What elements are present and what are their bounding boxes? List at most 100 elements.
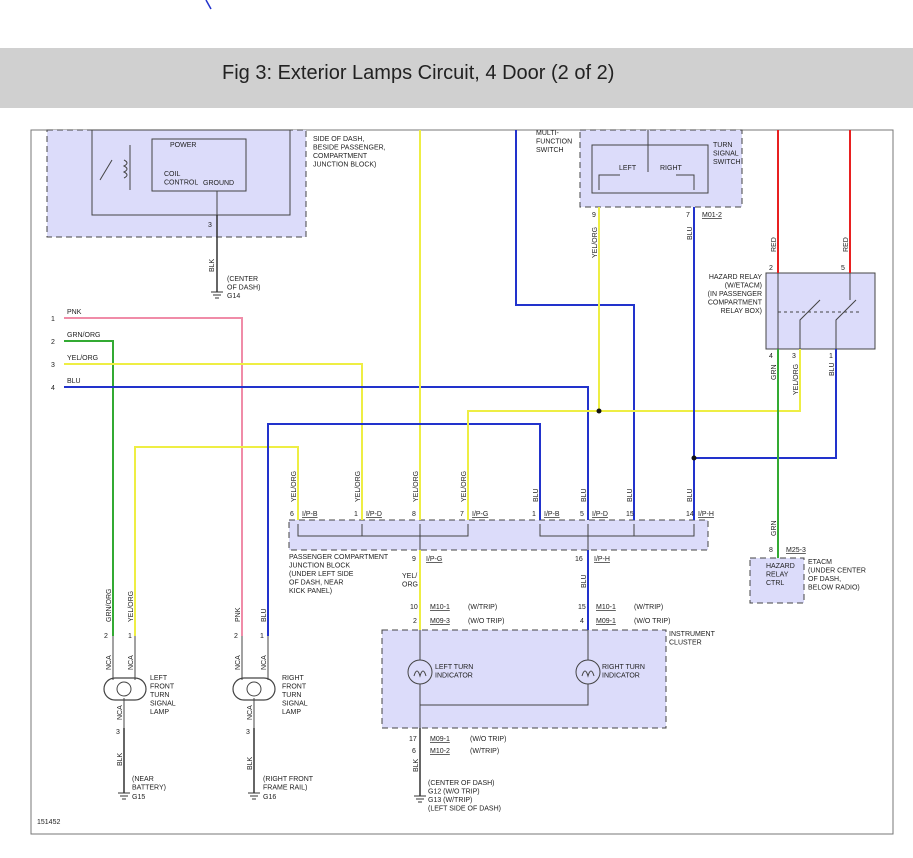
- label-hazard_relay-pin_b1: 4: [769, 353, 773, 360]
- label-mfs-connector: M01-2: [702, 212, 722, 219]
- label-inputs-0-color: PNK: [67, 309, 82, 316]
- label-cluster-left_pins-0-note: (W/TRIP): [468, 604, 497, 611]
- label-pcjb-top_pins-4-conn: I/P-B: [544, 511, 560, 518]
- label-junction_block_top-ground: GROUND: [203, 180, 234, 187]
- label-mfs-wire_left: YEL/ORG: [592, 227, 599, 258]
- label-pcjb-bottom_pins-1-pin: 16: [575, 556, 583, 563]
- label-right-nca-g: NCA: [247, 705, 254, 720]
- hazard-int-4: [835, 299, 857, 349]
- label-inputs-2-color: YEL/ORG: [67, 355, 98, 362]
- label-right_lamp-gnd_id: G16: [263, 794, 276, 801]
- label-pcjb-top_pins-7-pin: 14: [686, 511, 694, 518]
- label-cluster-left_pins-0-pin: 10: [410, 604, 418, 611]
- label-pcjb-top_pins-1-conn: I/P-D: [366, 511, 382, 518]
- label-mfs-pin_left: 9: [592, 212, 596, 219]
- label-hazard_relay-pin_tl: 2: [769, 265, 773, 272]
- label-pcjb-bottom_pins-0-pin: 9: [412, 556, 416, 563]
- label-hazard_relay-wire_yel: YEL/ORG: [793, 364, 800, 395]
- etacm-box: [749, 557, 805, 604]
- label-cluster-right_pins-1-note: (W/O TRIP): [634, 618, 670, 625]
- label-cluster-ground_desc: (CENTER OF DASH)G12 (W/O TRIP)G13 (W/TRI…: [428, 780, 501, 813]
- wire-yel-left-lamp: [134, 446, 299, 636]
- label-pcjb-top_pins-3-pin: 7: [460, 511, 464, 518]
- label-pcjb-top_pins-3-conn: I/P-G: [472, 511, 488, 518]
- mfs-right-contact: [676, 174, 695, 190]
- label-left_lamp-pin_g: 3: [116, 729, 120, 736]
- wire-blu-right-lamp: [267, 423, 541, 636]
- wire-pnk: [64, 317, 243, 636]
- label-cluster-bottom_pins-0-conn: M09-1: [430, 736, 450, 743]
- left-bulb-filament: [413, 670, 427, 678]
- label-left_lamp-wire_b: YEL/ORG: [128, 591, 135, 622]
- label-pcjb-top_pins-4-wire: BLU: [533, 488, 540, 502]
- hazard-relay-box: [765, 272, 876, 350]
- ground-symbol-g14: [211, 291, 223, 299]
- right-lamp-bulb: [246, 681, 262, 697]
- label-pcjb-bottom_pins-1-wire: BLU: [581, 574, 588, 588]
- label-red-wire-1: RED: [771, 237, 778, 252]
- label-ground_g14-id: G14: [227, 293, 240, 300]
- label-mfs-left: LEFT: [619, 165, 637, 172]
- label-pcjb-top_pins-4-pin: 1: [532, 511, 536, 518]
- label-cluster-left_pins-0-conn: M10-1: [430, 604, 450, 611]
- label-pcjb-top_pins-7-conn: I/P-H: [698, 511, 714, 518]
- label-cluster-right_pins-0-note: (W/TRIP): [634, 604, 663, 611]
- splice-blu: [691, 455, 697, 461]
- junction-block-top-box: [46, 129, 307, 238]
- label-ground_g14-wire: BLK: [209, 258, 216, 272]
- label-right_lamp-pin_b: 1: [260, 633, 264, 640]
- label-hazard_relay-wire_grn: GRN: [771, 364, 778, 380]
- splice-yel: [596, 408, 602, 414]
- label-cluster-ground_wire: BLK: [413, 758, 420, 772]
- wire-blu-hazard: [694, 349, 837, 459]
- passenger-junction-block-box: [288, 519, 709, 551]
- label-left_lamp-pin_a: 2: [104, 633, 108, 640]
- label-left_lamp-gnd_wire: BLK: [117, 752, 124, 766]
- label-inputs-1-color: GRN/ORG: [67, 332, 100, 339]
- relay-switch: [99, 159, 113, 181]
- label-pcjb-top_pins-6-wire: BLU: [627, 488, 634, 502]
- label-pcjb-top_pins-3-wire: YEL/ORG: [461, 471, 468, 502]
- label-mfs-pin_right: 7: [686, 212, 690, 219]
- label-pcjb-top_pins-0-pin: 6: [290, 511, 294, 518]
- figure-title: Fig 3: Exterior Lamps Circuit, 4 Door (2…: [222, 62, 615, 84]
- label-cluster-bottom_pins-0-note: (W/O TRIP): [470, 736, 506, 743]
- label-inputs-1-num: 2: [51, 339, 55, 346]
- label-red-wire-2: RED: [843, 237, 850, 252]
- wire-blu-input: [64, 386, 589, 520]
- label-pcjb-bottom_pins-0-conn: I/P-G: [426, 556, 442, 563]
- label-right_lamp-pin_a: 2: [234, 633, 238, 640]
- label-inputs-3-num: 4: [51, 385, 55, 392]
- ground-symbol-g15: [118, 792, 130, 800]
- left-lamp-housing: [103, 677, 147, 701]
- label-pcjb-top_pins-5-pin: 5: [580, 511, 584, 518]
- label-mfs-wire_right: BLU: [687, 226, 694, 240]
- ground-symbol-g16: [248, 792, 260, 800]
- turn-switch-inner: [591, 144, 709, 194]
- figure-title-bar: Fig 3: Exterior Lamps Circuit, 4 Door (2…: [0, 48, 913, 108]
- label-cluster-right_pins-1-conn: M09-1: [596, 618, 616, 625]
- label-cluster-right_pins-1-pin: 4: [580, 618, 584, 625]
- label-pcjb-top_pins-2-pin: 8: [412, 511, 416, 518]
- label-cluster-bottom_pins-1-note: (W/TRIP): [470, 748, 499, 755]
- label-pcjb-top_pins-2-wire: YEL/ORG: [413, 471, 420, 502]
- label-right_lamp-wire_a: PNK: [235, 607, 242, 622]
- pcjb-bus-blu: [539, 524, 695, 537]
- label-cluster-right_pins-0-pin: 15: [578, 604, 586, 611]
- label-inputs-0-num: 1: [51, 316, 55, 323]
- label-cluster-left_pins-1-pin: 2: [413, 618, 417, 625]
- label-left_lamp-pin_b: 1: [128, 633, 132, 640]
- wire-grn-org: [64, 340, 114, 636]
- label-right_lamp-gnd_wire: BLK: [247, 756, 254, 770]
- label-cluster-bottom_pins-0-pin: 17: [409, 736, 417, 743]
